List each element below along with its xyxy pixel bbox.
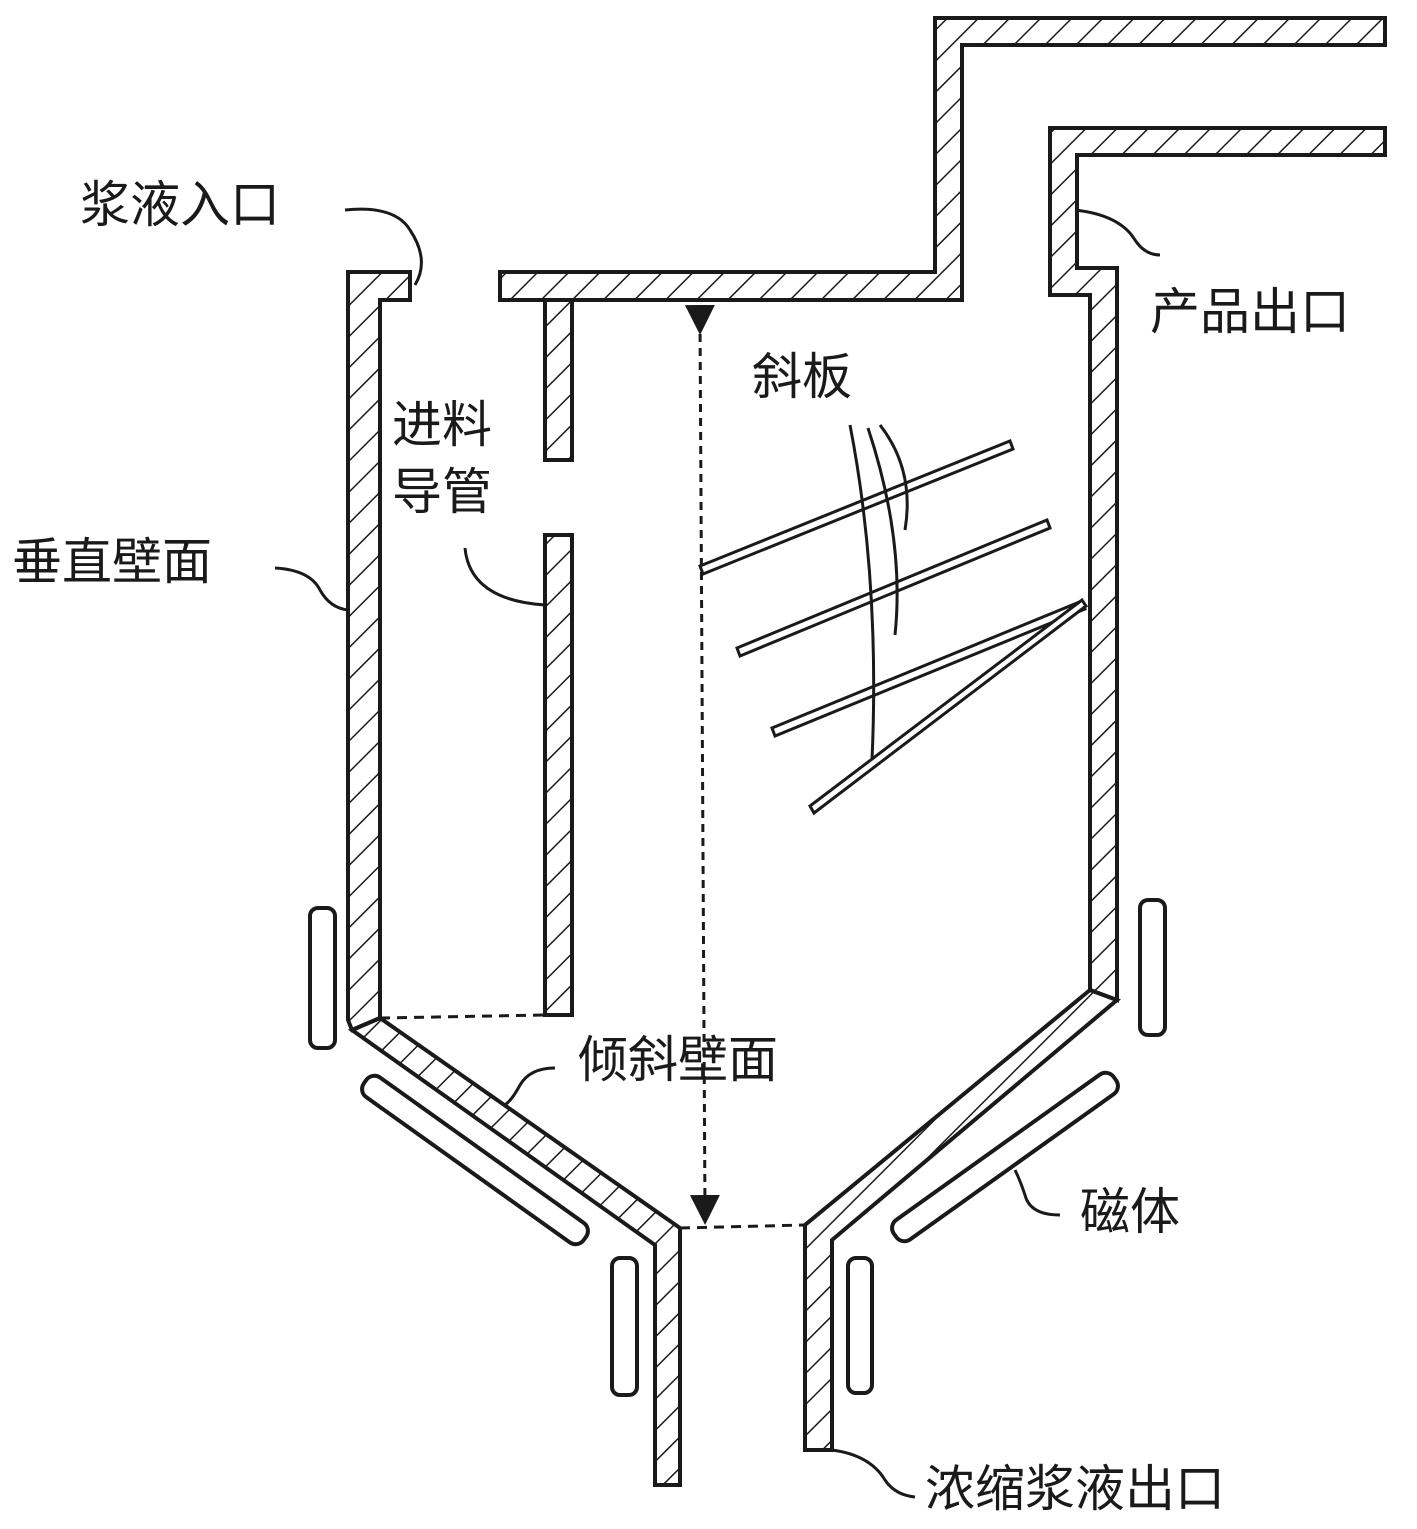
label-feed-pipe-1: 进料: [392, 396, 492, 454]
leader-inclined-wall: [504, 1066, 556, 1107]
plate-support-curve-3: [878, 424, 909, 531]
feed-pipe-lower: [543, 533, 574, 1017]
magnet-left-lower: [610, 1256, 639, 1397]
top-plate: [498, 16, 1387, 302]
label-magnet: 磁体: [1080, 1183, 1180, 1241]
feed-pipe-upper: [543, 298, 574, 462]
label-feed-pipe-2: 导管: [392, 463, 492, 521]
vertical-wall-left: [346, 270, 412, 1033]
magnet-right-vertical: [1138, 898, 1167, 1037]
inclined-plate-4: [808, 597, 1089, 816]
magnet-left-vertical: [308, 906, 337, 1050]
leader-magnet: [1013, 1169, 1061, 1217]
product-outlet-duct: [1048, 126, 1387, 1003]
boundary-dashed-upper: [379, 1013, 546, 1020]
leader-vertical-wall: [274, 566, 349, 612]
plate-support-curve-2: [866, 427, 899, 636]
label-product-outlet: 产品出口: [1150, 283, 1350, 341]
label-vertical-wall: 垂直壁面: [12, 533, 212, 591]
leader-product-outlet: [1074, 208, 1161, 257]
inclined-plate-3: [770, 599, 1087, 738]
leader-feed-pipe: [463, 547, 546, 607]
magnet-right-inclined: [890, 1070, 1120, 1244]
inclined-plate-2: [735, 518, 1052, 658]
magnet-right-lower: [846, 1256, 874, 1395]
magnet-left-inclined: [360, 1073, 590, 1247]
label-inclined-plate: 斜板: [752, 348, 852, 406]
plate-support-curve-1: [848, 424, 876, 761]
boundary-dashed-lower: [679, 1223, 806, 1230]
label-concentrated-outlet: 浓缩浆液出口: [925, 1460, 1225, 1518]
leader-slurry-inlet: [344, 207, 423, 286]
label-inclined-wall: 倾斜壁面: [578, 1031, 778, 1089]
leader-concentrated-outlet: [831, 1448, 916, 1499]
label-slurry-inlet: 浆液入口: [80, 176, 280, 234]
